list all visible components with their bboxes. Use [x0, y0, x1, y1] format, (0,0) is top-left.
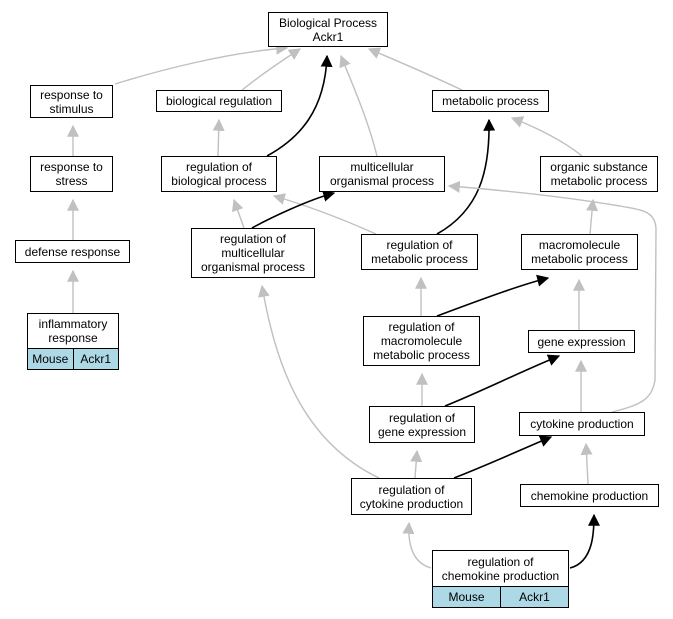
edge-black — [436, 274, 550, 317]
edge-gray — [241, 48, 302, 91]
edge-black — [569, 513, 600, 569]
node-inflammatory-response: inflammatory response — [27, 313, 119, 349]
edge-gray — [410, 449, 423, 479]
node-regulation-of-cytokine-production: regulation of cytokine production — [351, 478, 472, 515]
edge-gray — [272, 193, 377, 235]
node-regulation-of-chemokine-production: regulation of chemokine production — [432, 550, 569, 587]
edge-gray — [367, 47, 463, 91]
edge-black — [251, 190, 336, 229]
edge-black — [444, 354, 561, 407]
node-regulation-of-gene-expression: regulation of gene expression — [369, 406, 475, 443]
edge-gray — [580, 442, 593, 485]
node-multicellular-organismal-process: multicellular organismal process — [319, 156, 445, 192]
node-regulation-of-metabolic-process: regulation of metabolic process — [361, 234, 478, 270]
edge-black — [266, 54, 333, 157]
edge-gray — [447, 180, 657, 413]
edge-gray — [212, 118, 225, 157]
node-response-to-stress: response to stress — [30, 156, 113, 192]
node-regulation-of-macromolecule-metabolic-process: regulation of macromolecule metabolic pr… — [363, 316, 480, 366]
node-gene-expression: gene expression — [528, 330, 635, 353]
node-root: Biological Process Ackr1 — [268, 12, 388, 47]
edge-gray — [586, 198, 599, 235]
inflammatory-response-tags: Mouse Ackr1 — [27, 349, 119, 370]
node-biological-regulation: biological regulation — [156, 90, 282, 112]
edge-gray — [402, 521, 432, 569]
node-cytokine-production: cytokine production — [519, 412, 645, 436]
edge-gray — [231, 198, 245, 229]
tag-organism: Mouse — [28, 349, 73, 369]
node-macromolecule-metabolic-process: macromolecule metabolic process — [521, 234, 638, 270]
node-metabolic-process: metabolic process — [432, 90, 549, 112]
tag-gene: Ackr1 — [72, 349, 118, 369]
tag-organism: Mouse — [433, 587, 500, 607]
edges — [67, 42, 657, 569]
edge-gray — [114, 42, 289, 85]
edge-black — [453, 435, 553, 479]
node-response-to-stimulus: response to stimulus — [30, 85, 113, 118]
regulation-of-chemokine-production-tags: Mouse Ackr1 — [432, 587, 569, 608]
tag-gene: Ackr1 — [500, 587, 568, 607]
edge-gray — [339, 54, 378, 157]
node-regulation-of-multicellular-organismal-process: regulation of multicellular organismal p… — [191, 228, 315, 278]
edge-black — [436, 118, 496, 235]
edge-gray — [257, 284, 380, 479]
node-defense-response: defense response — [15, 240, 130, 263]
node-organic-substance-metabolic-process: organic substance metabolic process — [540, 156, 658, 192]
node-chemokine-production: chemokine production — [520, 484, 659, 507]
edge-gray — [510, 116, 583, 157]
node-regulation-of-biological-process: regulation of biological process — [161, 156, 277, 192]
